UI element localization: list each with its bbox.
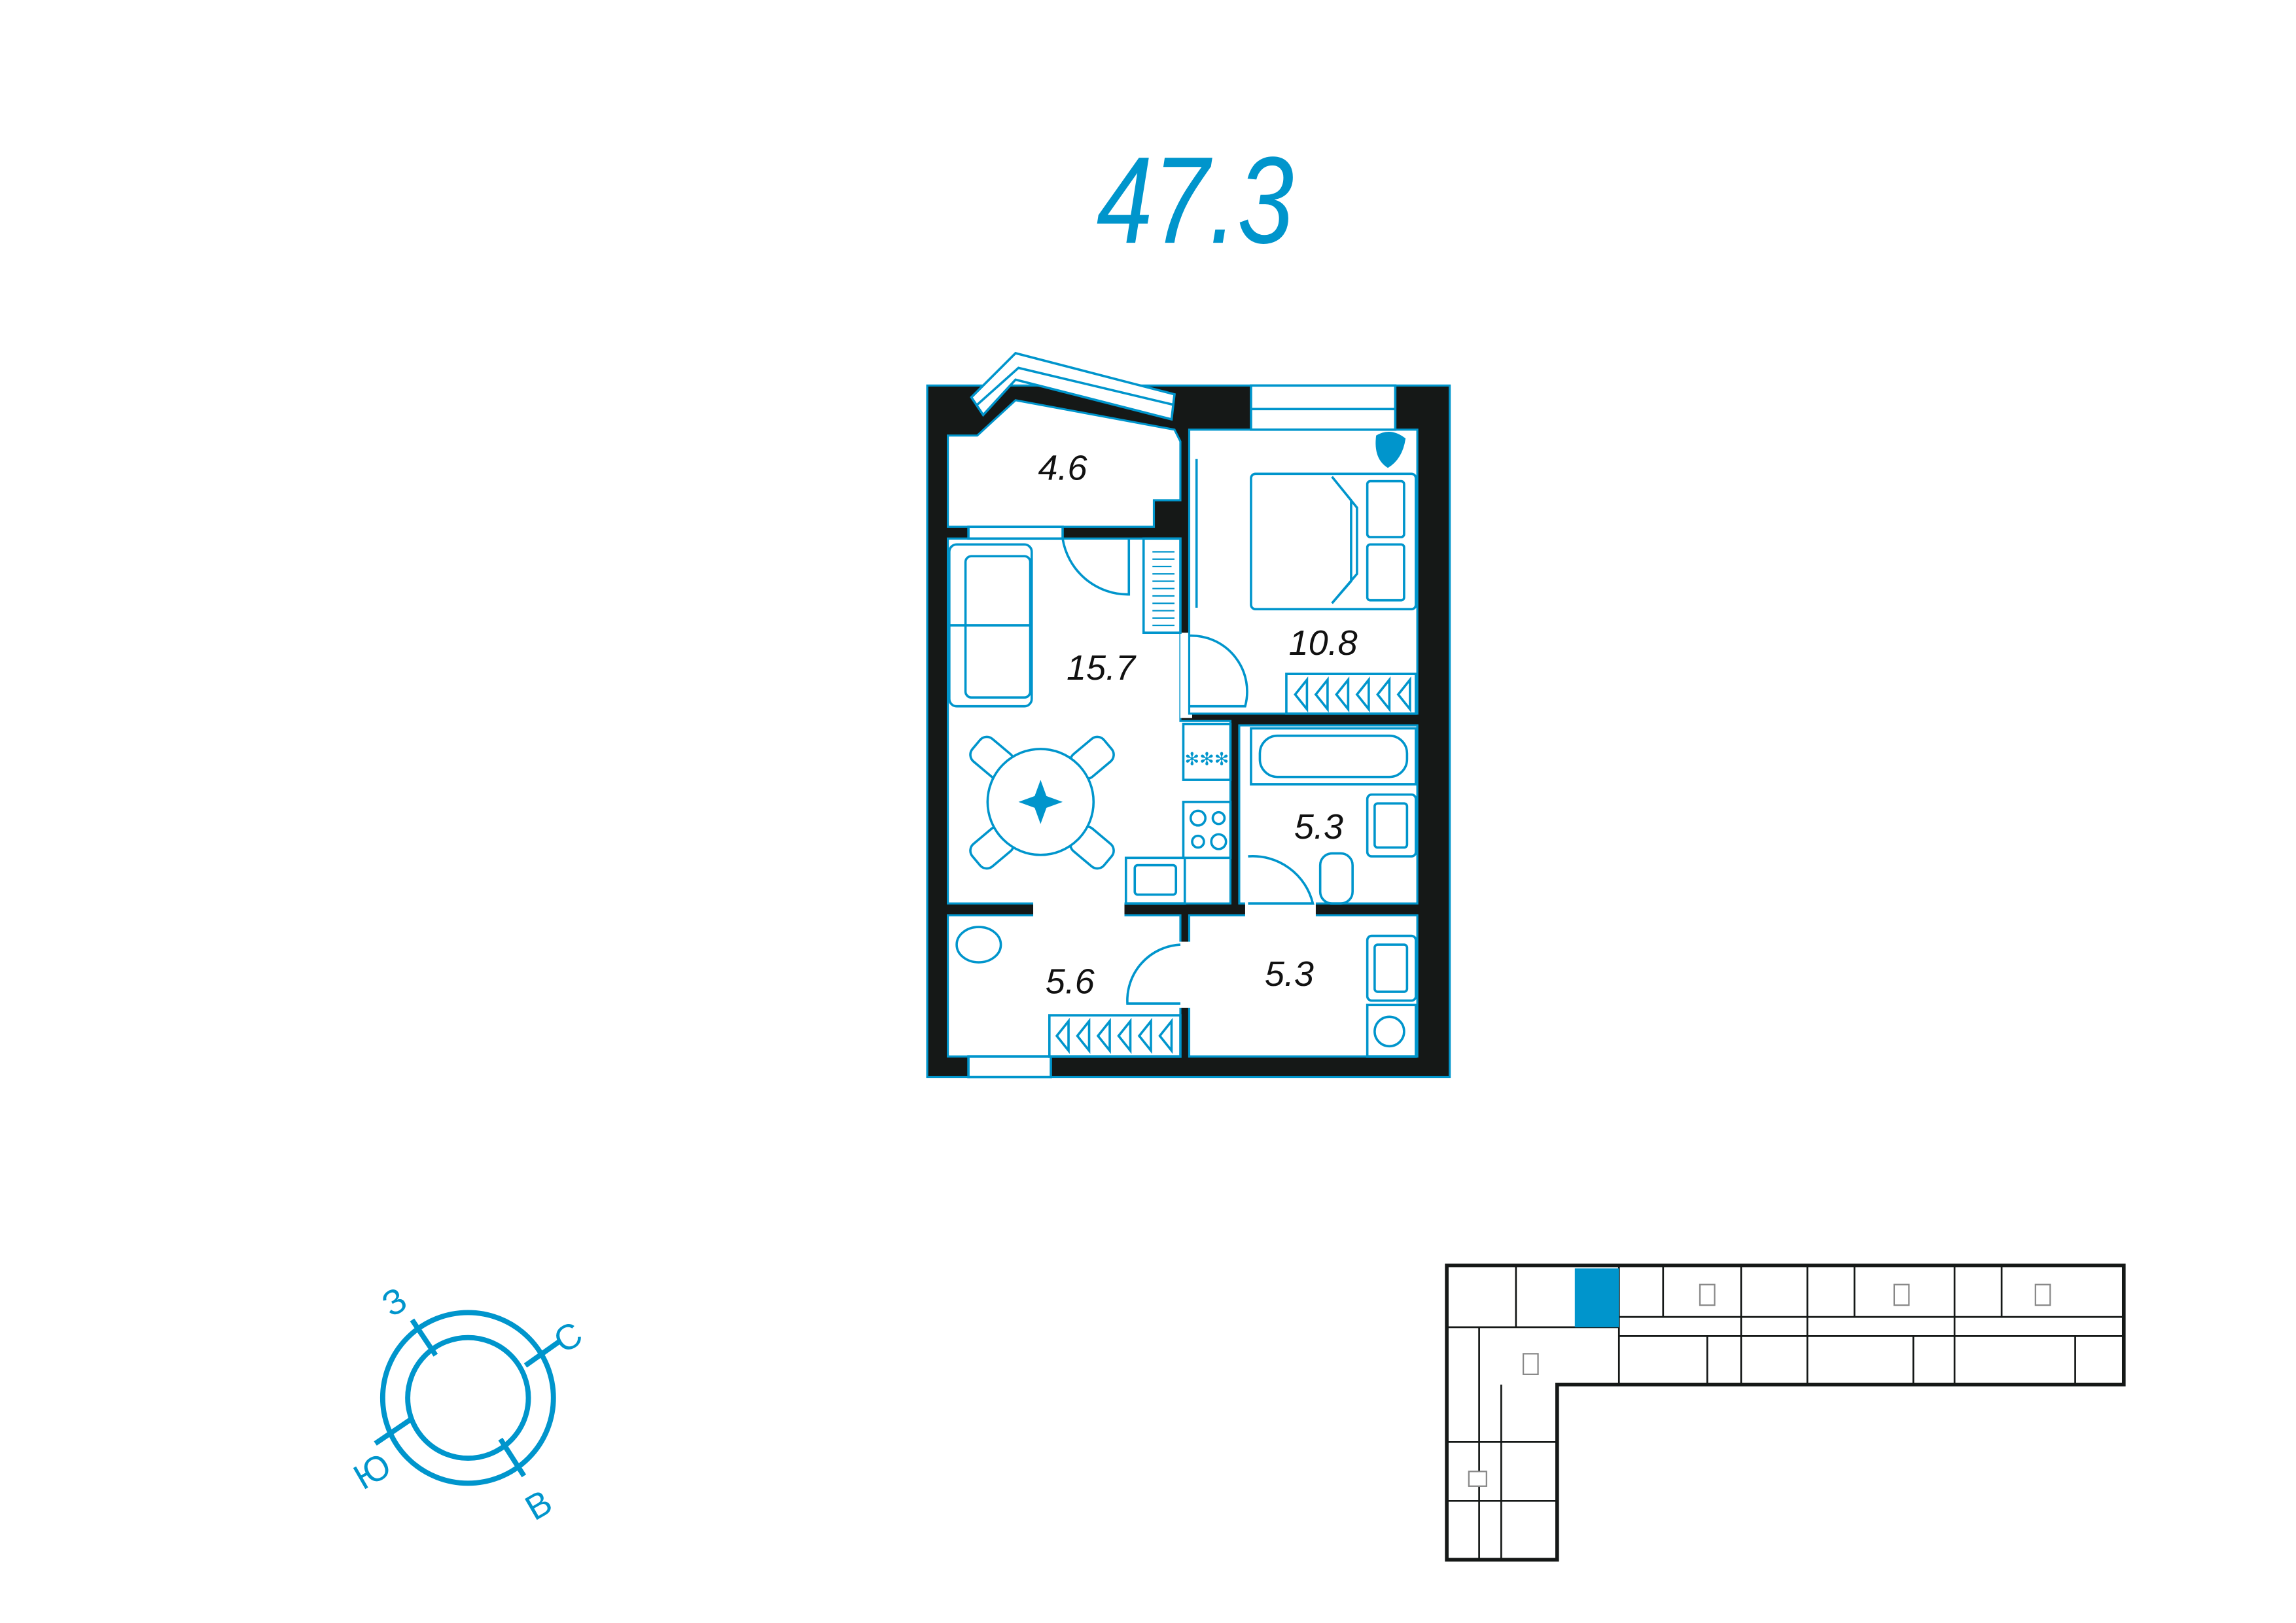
area-hallway: 5.6 bbox=[1046, 962, 1095, 1001]
compass-west: З bbox=[376, 1280, 414, 1325]
area-living: 15.7 bbox=[1067, 648, 1137, 688]
stair-icon bbox=[1893, 1283, 1910, 1306]
compass-east: В bbox=[519, 1482, 559, 1528]
highlighted-apartment bbox=[1574, 1268, 1619, 1327]
hallway-wardrobe bbox=[955, 926, 1182, 1058]
flower-icon bbox=[1018, 780, 1063, 824]
hall-door bbox=[1126, 943, 1181, 1005]
fridge-icon: ✻✻✻ bbox=[1185, 750, 1229, 769]
toilet bbox=[1318, 852, 1354, 905]
area-hall: 5.3 bbox=[1265, 954, 1314, 994]
plant-icon bbox=[1375, 432, 1406, 468]
area-loggia: 4.6 bbox=[1038, 448, 1088, 487]
stove bbox=[1182, 801, 1232, 860]
area-bedroom: 10.8 bbox=[1289, 623, 1358, 663]
bedroom-window bbox=[1250, 384, 1397, 431]
bathroom-sink bbox=[1366, 793, 1417, 858]
stair-icon bbox=[1699, 1283, 1716, 1306]
stair-icon bbox=[1522, 1353, 1539, 1375]
building-key-plan bbox=[1445, 1263, 2126, 1562]
hall-doorway bbox=[1177, 941, 1192, 1008]
total-area-title: 47.3 bbox=[1097, 131, 1294, 270]
loggia-door bbox=[1061, 538, 1131, 596]
compass-south: Ю bbox=[347, 1446, 397, 1497]
bathroom-fixtures bbox=[1250, 727, 1417, 905]
kitchen: ✻✻✻ bbox=[1124, 722, 1232, 905]
bedroom-door bbox=[1189, 634, 1248, 708]
hall-sink bbox=[1366, 934, 1417, 1002]
stair-icon bbox=[2034, 1283, 2051, 1306]
compass: З С Ю В bbox=[347, 1280, 589, 1529]
living-opening bbox=[1033, 900, 1125, 918]
stair-icon bbox=[1468, 1471, 1487, 1487]
hallway-window bbox=[967, 1055, 1052, 1079]
loggia-door-glazing bbox=[967, 525, 1064, 540]
bathroom-door bbox=[1248, 855, 1315, 905]
bathtub bbox=[1258, 734, 1409, 778]
bedroom-wardrobe bbox=[1285, 672, 1417, 715]
room-hall bbox=[1188, 914, 1419, 1058]
compass-north: С bbox=[547, 1314, 589, 1361]
floor-plan: ✻✻✻ bbox=[926, 351, 1451, 1079]
dining-table bbox=[969, 735, 1115, 870]
wardrobe bbox=[1142, 537, 1182, 635]
area-bathroom: 5.3 bbox=[1294, 807, 1343, 846]
pouf bbox=[955, 926, 1002, 964]
sofa bbox=[948, 543, 1033, 708]
bed bbox=[1195, 432, 1417, 611]
